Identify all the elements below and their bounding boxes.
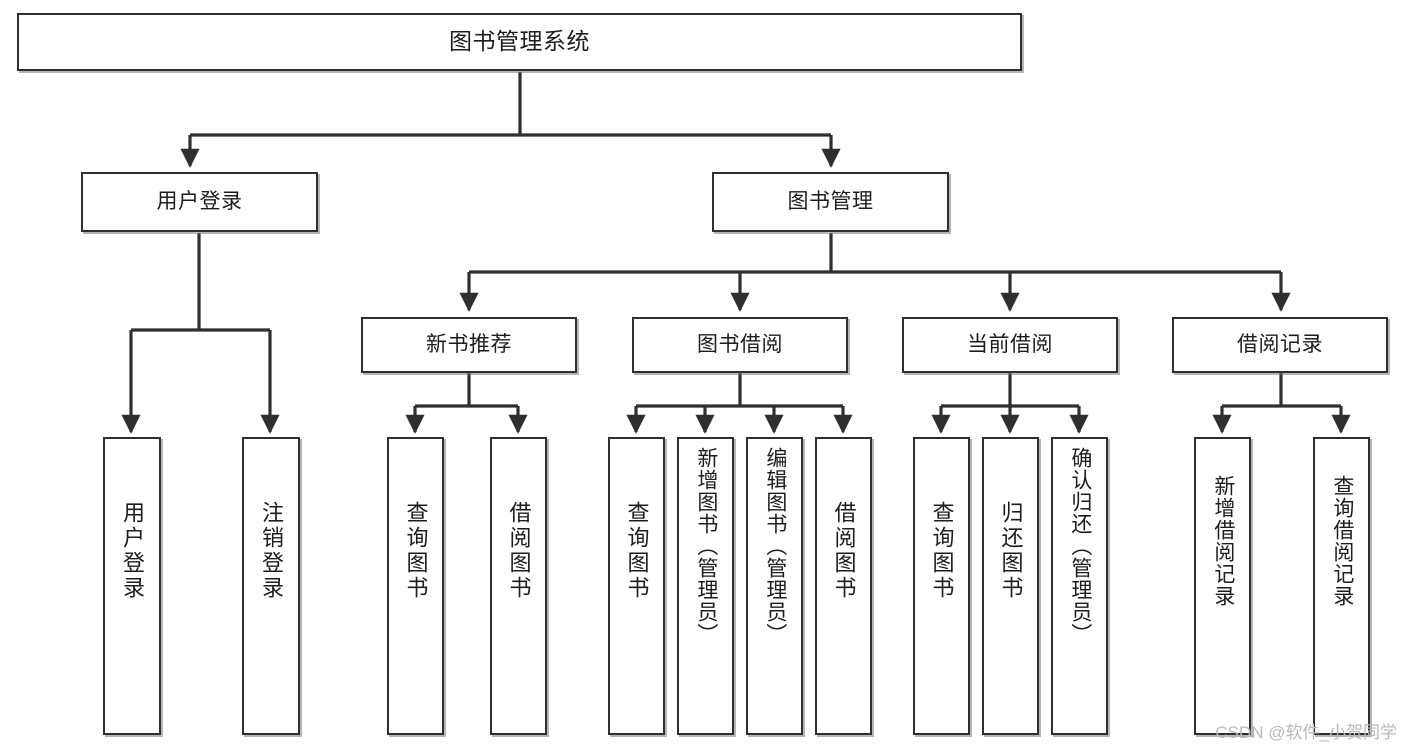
node-new-book-recommend[interactable]: 新书推荐 (361, 317, 577, 373)
node-leaf-query-book-2[interactable]: 查询图书 (608, 437, 665, 735)
node-label: 查询图书 (403, 501, 429, 601)
node-label: 新增借阅记录 (1211, 475, 1235, 607)
node-label: 当前借阅 (967, 332, 1053, 356)
node-label: 图书管理 (787, 189, 874, 213)
node-label: 确认归还（管理员） (1068, 447, 1092, 645)
node-label: 查询图书 (624, 501, 650, 601)
node-label: 注销登录 (258, 501, 284, 601)
node-book-borrow[interactable]: 图书借阅 (632, 317, 848, 373)
node-leaf-logout-login[interactable]: 注销登录 (242, 437, 300, 735)
node-leaf-borrow-book-2[interactable]: 借阅图书 (815, 437, 872, 735)
csdn-watermark: CSDN @软件_小贺同学 (1215, 723, 1397, 742)
node-label: 借阅图书 (831, 501, 857, 601)
node-leaf-query-borrow-record[interactable]: 查询借阅记录 (1313, 437, 1370, 735)
node-label: 归还图书 (998, 501, 1024, 601)
node-leaf-confirm-return[interactable]: 确认归还（管理员） (1051, 437, 1108, 735)
node-label: 查询借阅记录 (1330, 475, 1354, 607)
node-label: 借阅记录 (1237, 332, 1323, 356)
node-label: 用户登录 (156, 189, 243, 213)
node-current-borrow[interactable]: 当前借阅 (902, 317, 1118, 373)
node-label: 新增图书（管理员） (694, 447, 718, 645)
node-leaf-user-login[interactable]: 用户登录 (103, 437, 161, 735)
node-label: 新书推荐 (426, 332, 512, 356)
node-user-login[interactable]: 用户登录 (81, 172, 318, 232)
node-leaf-query-book-3[interactable]: 查询图书 (913, 437, 970, 735)
node-label: 编辑图书（管理员） (763, 447, 787, 645)
node-leaf-edit-book[interactable]: 编辑图书（管理员） (746, 437, 803, 735)
node-book-manage[interactable]: 图书管理 (712, 172, 949, 232)
node-root-book-management-system[interactable]: 图书管理系统 (17, 13, 1022, 71)
node-leaf-return-book[interactable]: 归还图书 (982, 437, 1039, 735)
node-label: 图书管理系统 (449, 28, 590, 55)
node-leaf-query-book-1[interactable]: 查询图书 (387, 437, 444, 735)
node-leaf-add-borrow-record[interactable]: 新增借阅记录 (1194, 437, 1251, 735)
node-label: 查询图书 (929, 501, 955, 601)
node-label: 借阅图书 (506, 501, 532, 601)
node-label: 图书借阅 (697, 332, 783, 356)
node-label: 用户登录 (119, 501, 145, 601)
node-leaf-add-book[interactable]: 新增图书（管理员） (677, 437, 734, 735)
node-leaf-borrow-book-1[interactable]: 借阅图书 (490, 437, 547, 735)
node-borrow-record[interactable]: 借阅记录 (1172, 317, 1388, 373)
